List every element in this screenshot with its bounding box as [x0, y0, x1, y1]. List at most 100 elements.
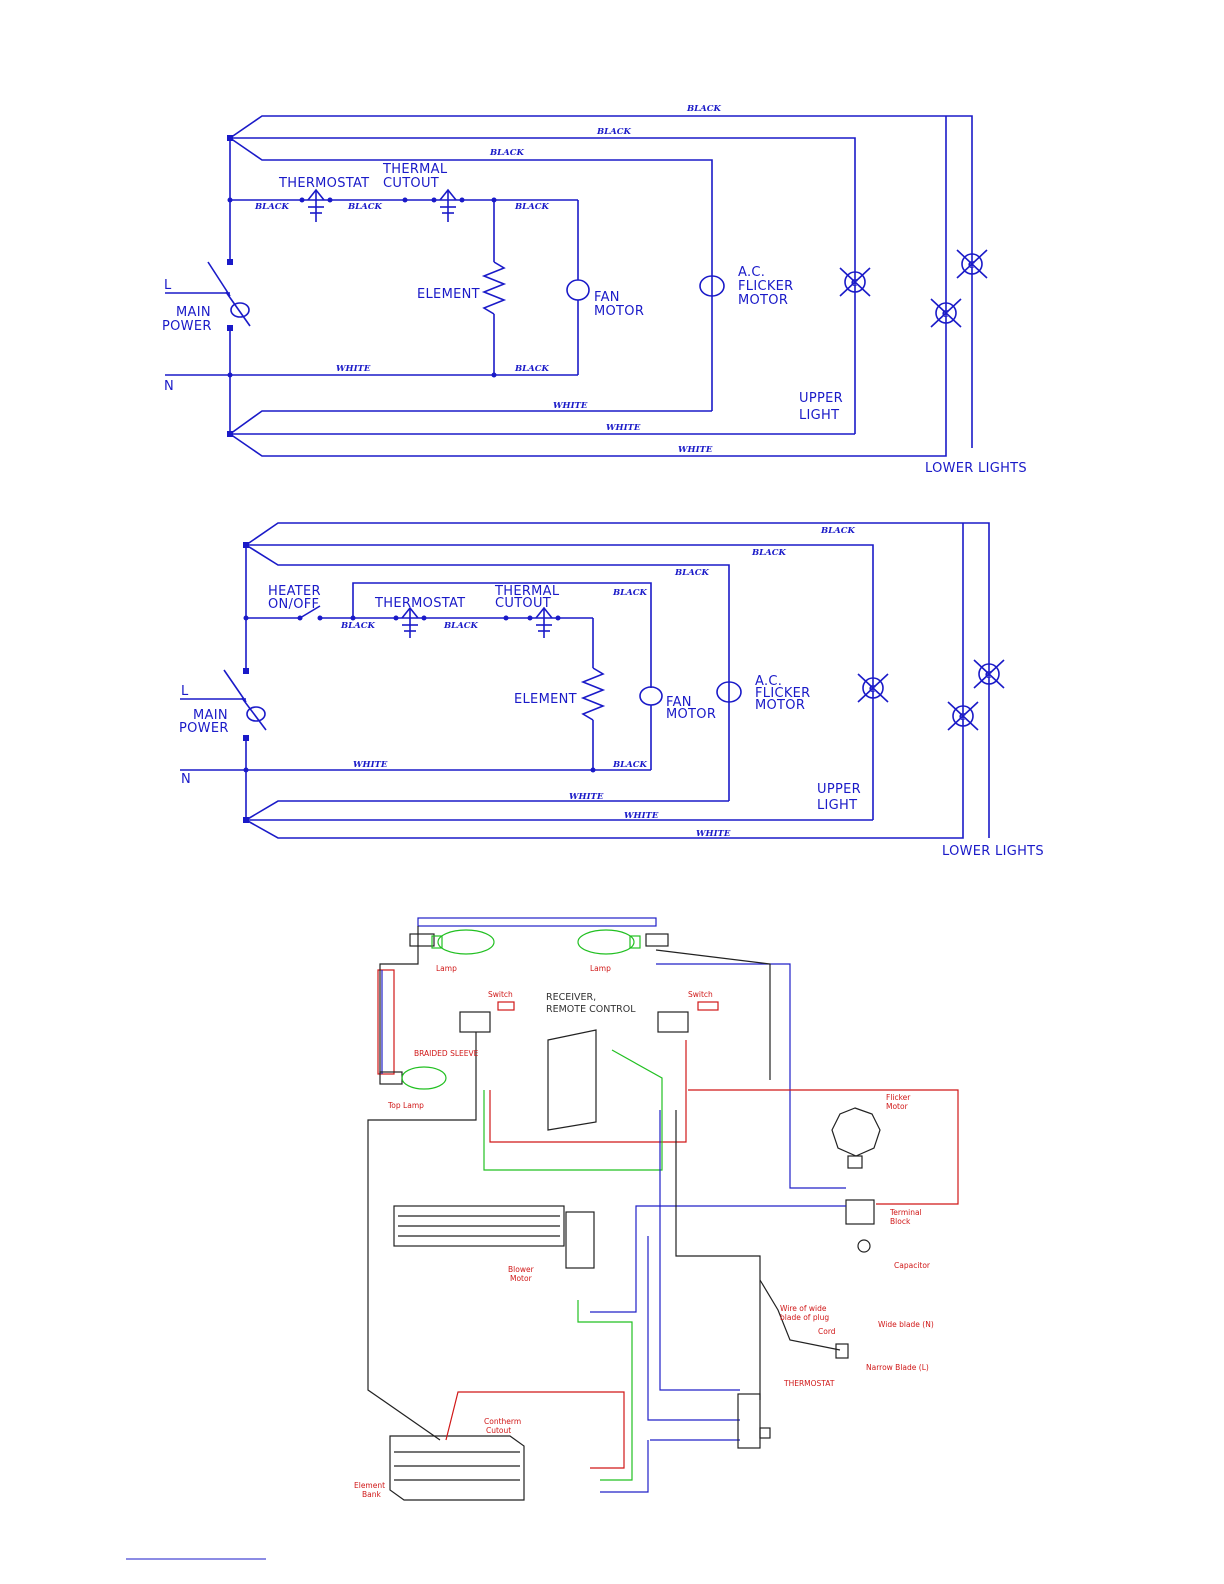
- wire-label: BLACK: [612, 760, 648, 770]
- lower-light-lamp-1: C: [947, 701, 979, 731]
- label-thermal-2: CUTOUT: [495, 596, 551, 611]
- label-fan-2: MOTOR: [666, 707, 716, 722]
- wire-red-switch: [489, 1040, 687, 1143]
- wire-label: WHITE: [553, 401, 588, 411]
- wire-blue-right: [656, 963, 846, 1189]
- wire-sleeve-top: [379, 926, 419, 1074]
- wire-third-top: [245, 544, 730, 801]
- label-element-2: Bank: [362, 1490, 381, 1499]
- main-power-switch-line: [241, 697, 267, 731]
- wire-label: WHITE: [678, 445, 713, 455]
- upper-light-lamp: C: [839, 267, 871, 297]
- label-wide-blade: Wide blade (N): [878, 1320, 934, 1329]
- wire-label: BLACK: [686, 104, 722, 114]
- label-cutout-2: Cutout: [486, 1426, 511, 1435]
- lamp-right: [577, 929, 635, 955]
- lamp-left-base: [431, 935, 443, 949]
- main-power-switch-line: [225, 291, 251, 327]
- ac-flicker-motor-symbol: [699, 275, 725, 297]
- label-upper-1: UPPER: [799, 391, 843, 406]
- wire-label: WHITE: [353, 760, 388, 770]
- wire-second-top: [246, 544, 874, 820]
- wire-outer-top: [229, 115, 973, 448]
- label-element-1: Element: [354, 1481, 385, 1490]
- label-main-power-1: MAIN: [193, 708, 228, 723]
- label-ac-1: A.C.: [738, 265, 765, 280]
- socket-right: [645, 933, 669, 947]
- label-lamp-right: Lamp: [590, 964, 611, 973]
- label-main-power-2: POWER: [179, 721, 229, 736]
- label-switch-left: Switch: [488, 990, 513, 999]
- label-N: N: [181, 772, 191, 787]
- switch-right: [657, 1011, 689, 1033]
- label-wire-side-1: Wire of wide: [780, 1304, 827, 1313]
- wire-black-left: [367, 1032, 477, 1441]
- wire-label: BLACK: [612, 588, 648, 598]
- upper-light-lamp: C: [857, 673, 889, 703]
- wire-label: WHITE: [336, 364, 371, 374]
- wire-blue-blower: [590, 1205, 846, 1313]
- label-thermostat: THERMOSTAT: [783, 1379, 835, 1388]
- label-upper-2: LIGHT: [799, 408, 839, 423]
- label-narrow-blade: Narrow Blade (L): [866, 1363, 929, 1372]
- label-receiver-2: REMOTE CONTROL: [546, 1004, 636, 1015]
- label-capacitor: Capacitor: [894, 1261, 931, 1270]
- label-lamp-left: Lamp: [436, 964, 457, 973]
- svg-text:C: C: [968, 261, 975, 271]
- lower-light-lamp-2: C: [973, 659, 1005, 689]
- label-L: L: [164, 278, 172, 293]
- wire-blue-therm-3: [659, 1110, 740, 1391]
- wire-label: BLACK: [489, 148, 525, 158]
- wire-second-top: [230, 137, 856, 434]
- fan-motor-symbol: [566, 279, 590, 301]
- label-element: ELEMENT: [514, 692, 577, 707]
- wire-label: BLACK: [514, 202, 550, 212]
- flicker-motor: [831, 1107, 881, 1157]
- lamp-right-base: [629, 935, 641, 949]
- label-terminal-2: Block: [890, 1217, 911, 1226]
- wire-black-therm: [675, 1110, 761, 1400]
- main-power-switch-blade: [223, 669, 247, 703]
- label-N: N: [164, 379, 174, 394]
- wire-third-top: [229, 137, 713, 411]
- label-fan-1: FAN: [594, 290, 620, 305]
- flicker-motor-base: [847, 1155, 863, 1169]
- svg-text:C: C: [869, 685, 876, 695]
- wire-blue-element: [600, 1440, 649, 1493]
- label-thermostat: THERMOSTAT: [374, 596, 465, 611]
- label-receiver-1: RECEIVER,: [546, 992, 596, 1003]
- main-power-switch-lamp: [246, 706, 266, 722]
- lower-light-lamp-1: C: [930, 298, 962, 328]
- capacitor: [857, 1239, 871, 1253]
- element-bank: [389, 1435, 525, 1501]
- wire-label: BLACK: [751, 548, 787, 558]
- wire-blue-therm: [647, 1236, 740, 1421]
- label-thermal-2: CUTOUT: [383, 176, 439, 191]
- svg-text:C: C: [985, 671, 992, 681]
- label-ac-1: A.C.: [755, 674, 782, 689]
- label-ac-2: FLICKER: [755, 686, 811, 701]
- top-bar: [417, 917, 657, 927]
- cord: [759, 1279, 841, 1351]
- label-heater-2: ON/OFF: [268, 597, 319, 612]
- label-fan-2: MOTOR: [594, 304, 644, 319]
- switch-left: [459, 1011, 491, 1033]
- blower: [393, 1205, 565, 1247]
- label-thermostat: THERMOSTAT: [278, 176, 369, 191]
- wire-label: BLACK: [254, 202, 290, 212]
- socket-left: [409, 933, 435, 947]
- wire-third-bottom: [229, 410, 712, 435]
- label-flicker-1: Flicker: [886, 1093, 911, 1102]
- wire-label: BLACK: [347, 202, 383, 212]
- label-ac-3: MOTOR: [738, 293, 788, 308]
- label-blower-1: Blower: [508, 1265, 535, 1274]
- plug: [835, 1343, 849, 1359]
- wire-outer-bottom: [245, 523, 964, 839]
- schematic-diagram-2: C C C L MAIN POWER N HEATER ON/OFF THERM…: [179, 522, 1044, 859]
- label-main-power-2: POWER: [162, 319, 212, 334]
- heater-switch: [299, 605, 321, 619]
- wire-label: BLACK: [514, 364, 550, 374]
- lower-light-lamp-2: C: [956, 249, 988, 279]
